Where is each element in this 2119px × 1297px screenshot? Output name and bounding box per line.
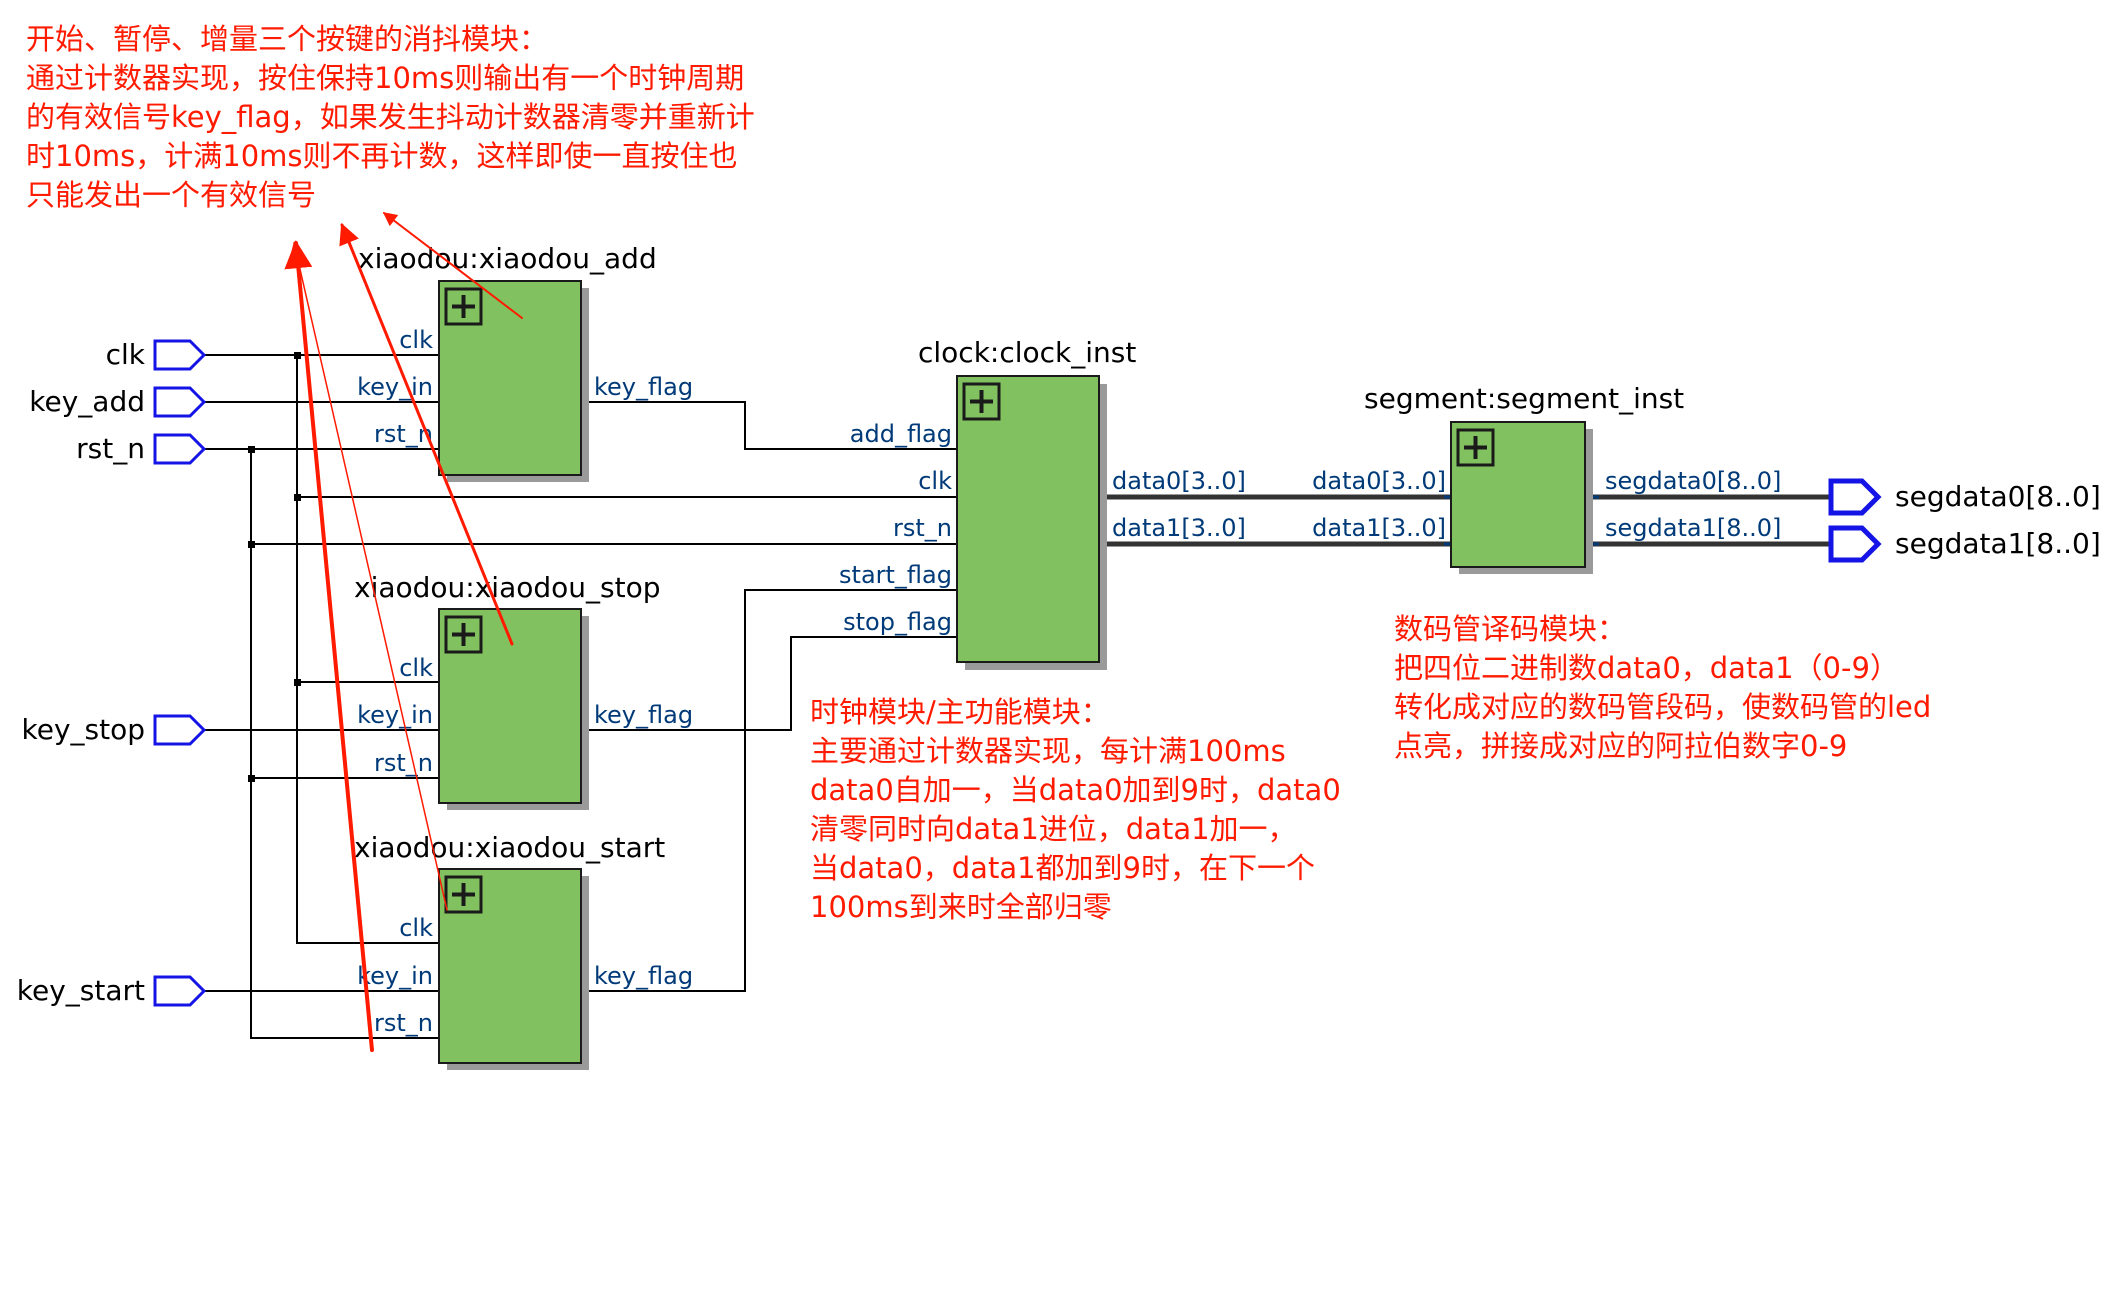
input-port-key-stop [153, 714, 207, 746]
pin-clk: clk [918, 467, 952, 495]
annotation-arrow [382, 212, 523, 319]
annotation-debounce-module: 开始、暂停、增量三个按键的消抖模块： 通过计数器实现，按住保持10ms则输出有一… [26, 22, 755, 212]
pin-stop-flag: stop_flag [843, 608, 952, 636]
block-xiaodou-add[interactable]: xiaodou:xiaodou_add clk key_in rst_n key… [357, 242, 693, 482]
buses [1074, 494, 1831, 547]
pin-data0: data0[3..0] [1112, 467, 1246, 495]
pin-key-flag: key_flag [594, 373, 693, 401]
pin-clk: clk [399, 914, 433, 942]
pin-segdata0: segdata0[8..0] [1605, 467, 1781, 495]
output-port-segdata1 [1828, 525, 1882, 563]
output-ports [1828, 478, 1882, 563]
input-label-key-stop: key_stop [22, 713, 145, 746]
pin-data1: data1[3..0] [1112, 514, 1246, 542]
output-label-segdata0: segdata0[8..0] [1895, 480, 2101, 513]
pin-rst-n: rst_n [374, 749, 433, 777]
block-title: segment:segment_inst [1364, 382, 1684, 415]
input-port-clk [153, 339, 207, 371]
expand-icon[interactable] [962, 382, 1001, 421]
input-label-key-add: key_add [29, 385, 145, 418]
pin-clk: clk [399, 326, 433, 354]
input-label-rst-n: rst_n [76, 432, 145, 465]
pin-start-flag: start_flag [839, 561, 952, 589]
block-xiaodou-stop[interactable]: xiaodou:xiaodou_stop clk key_in rst_n ke… [354, 571, 693, 810]
pin-key-flag: key_flag [594, 962, 693, 990]
input-label-key-start: key_start [17, 974, 145, 1007]
output-label-segdata1: segdata1[8..0] [1895, 527, 2101, 560]
block-title: clock:clock_inst [918, 336, 1136, 369]
wire-junctions [248, 352, 301, 782]
wires [204, 354, 980, 1039]
pin-key-in: key_in [357, 373, 433, 401]
pin-rst-n: rst_n [893, 514, 952, 542]
expand-icon[interactable] [444, 615, 483, 654]
expand-icon[interactable] [444, 287, 483, 326]
input-port-key-start [153, 975, 207, 1007]
input-label-clk: clk [106, 338, 146, 371]
block-title: xiaodou:xiaodou_add [358, 242, 657, 275]
expand-icon[interactable] [444, 875, 483, 914]
pin-segdata1: segdata1[8..0] [1605, 514, 1781, 542]
expand-icon[interactable] [1456, 428, 1495, 467]
annotation-arrow [290, 241, 448, 911]
block-clock-inst[interactable]: clock:clock_inst add_flag clk rst_n star… [839, 336, 1246, 670]
block-xiaodou-start[interactable]: xiaodou:xiaodou_start clk key_in rst_n k… [354, 831, 693, 1070]
pin-add-flag: add_flag [850, 420, 952, 448]
input-ports [153, 339, 207, 1007]
output-port-segdata0 [1828, 478, 1882, 516]
annotation-segment-module: 数码管译码模块： 把四位二进制数data0，data1（0-9） 转化成对应的数… [1394, 612, 1932, 763]
pin-data0: data0[3..0] [1312, 467, 1446, 495]
pin-rst-n: rst_n [374, 1009, 433, 1037]
input-port-rst-n [153, 433, 207, 465]
annotation-arrow [284, 240, 374, 1052]
pin-data1: data1[3..0] [1312, 514, 1446, 542]
annotation-clock-module: 时钟模块/主功能模块： 主要通过计数器实现，每计满100ms data0自加一，… [810, 695, 1341, 924]
block-title: xiaodou:xiaodou_start [354, 831, 665, 864]
annotation-arrow [339, 223, 514, 646]
annotation-arrows [284, 212, 523, 1052]
pin-key-in: key_in [357, 701, 433, 729]
input-port-key-add [153, 386, 207, 418]
pin-clk: clk [399, 654, 433, 682]
pin-key-in: key_in [357, 962, 433, 990]
pin-key-flag: key_flag [594, 701, 693, 729]
block-title: xiaodou:xiaodou_stop [354, 571, 660, 604]
block-segment-inst[interactable]: segment:segment_inst data0[3..0] data1[3… [1312, 382, 1781, 574]
